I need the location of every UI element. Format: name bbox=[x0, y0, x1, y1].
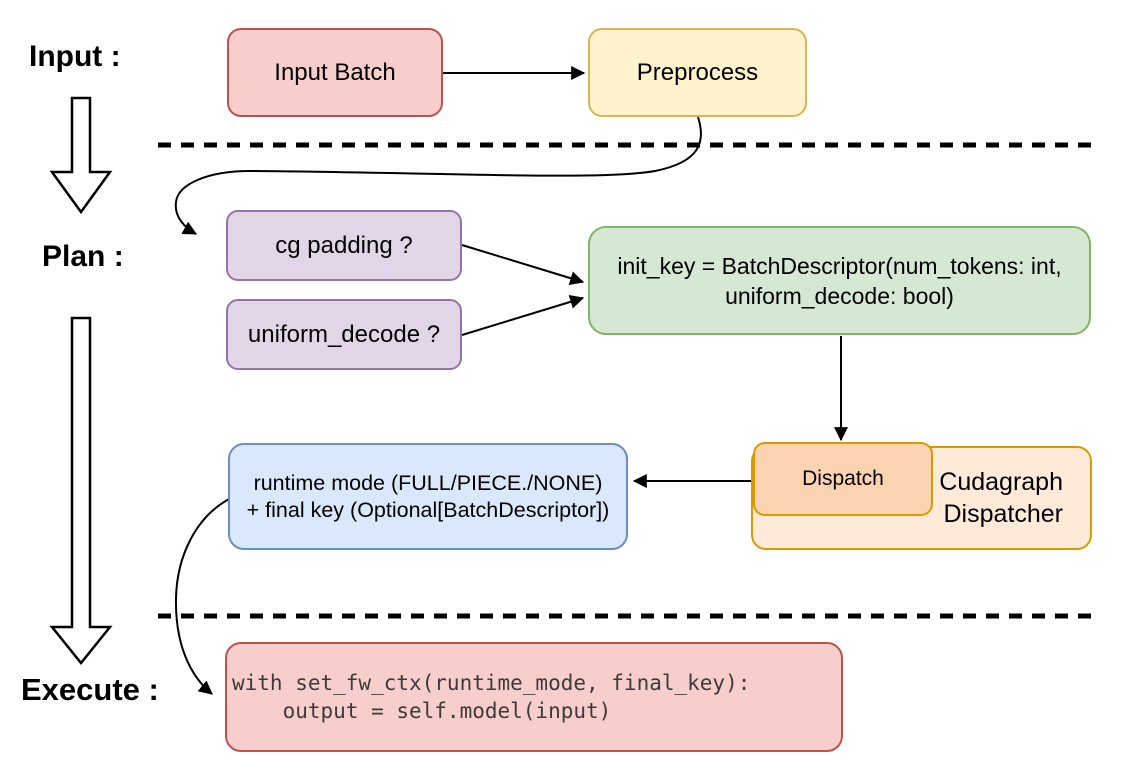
node-cg-padding: cg padding ? bbox=[226, 210, 462, 281]
node-runtime-mode: runtime mode (FULL/PIECE./NONE) + final … bbox=[228, 443, 628, 550]
node-execute-code-line2: output = self.model(input) bbox=[232, 699, 612, 723]
node-runtime-line1: runtime mode (FULL/PIECE./NONE) bbox=[253, 470, 603, 495]
arrow-runtimemode-to-code bbox=[174, 497, 232, 695]
node-init-key-line2: uniform_decode: bool) bbox=[725, 282, 954, 309]
stage-label-execute: Execute : bbox=[21, 672, 159, 707]
node-cudagraph-line2: Dispatcher bbox=[943, 500, 1064, 528]
node-preprocess-label: Preprocess bbox=[636, 58, 759, 86]
node-preprocess: Preprocess bbox=[588, 28, 807, 117]
stage-label-plan: Plan : bbox=[42, 240, 124, 273]
stage-label-input: Input : bbox=[29, 40, 121, 73]
node-cg-padding-label: cg padding ? bbox=[275, 231, 413, 259]
node-dispatch: Dispatch bbox=[753, 442, 933, 516]
node-init-key-line1: init_key = BatchDescriptor(num_tokens: i… bbox=[617, 252, 1062, 279]
node-dispatch-label: Dispatch bbox=[802, 467, 884, 490]
node-uniform-decode-label: uniform_decode ? bbox=[247, 320, 441, 348]
node-input-batch-label: Input Batch bbox=[274, 58, 396, 86]
node-execute-code-line1: with set_fw_ctx(runtime_mode, final_key)… bbox=[232, 671, 751, 695]
arrow-uniformdecode-to-initkey bbox=[461, 295, 585, 336]
node-execute-code: with set_fw_ctx(runtime_mode, final_key)… bbox=[225, 642, 843, 752]
node-runtime-line2: + final key (Optional[BatchDescriptor]) bbox=[246, 497, 610, 522]
node-input-batch: Input Batch bbox=[227, 28, 443, 117]
node-init-key: init_key = BatchDescriptor(num_tokens: i… bbox=[588, 226, 1091, 335]
arrow-cgpadding-to-initkey bbox=[461, 244, 585, 285]
stage-arrow-input-to-plan bbox=[49, 96, 113, 215]
node-cudagraph-line1: Cudagraph bbox=[939, 468, 1063, 496]
node-uniform-decode: uniform_decode ? bbox=[226, 299, 462, 370]
stage-arrow-plan-to-execute bbox=[49, 316, 113, 665]
